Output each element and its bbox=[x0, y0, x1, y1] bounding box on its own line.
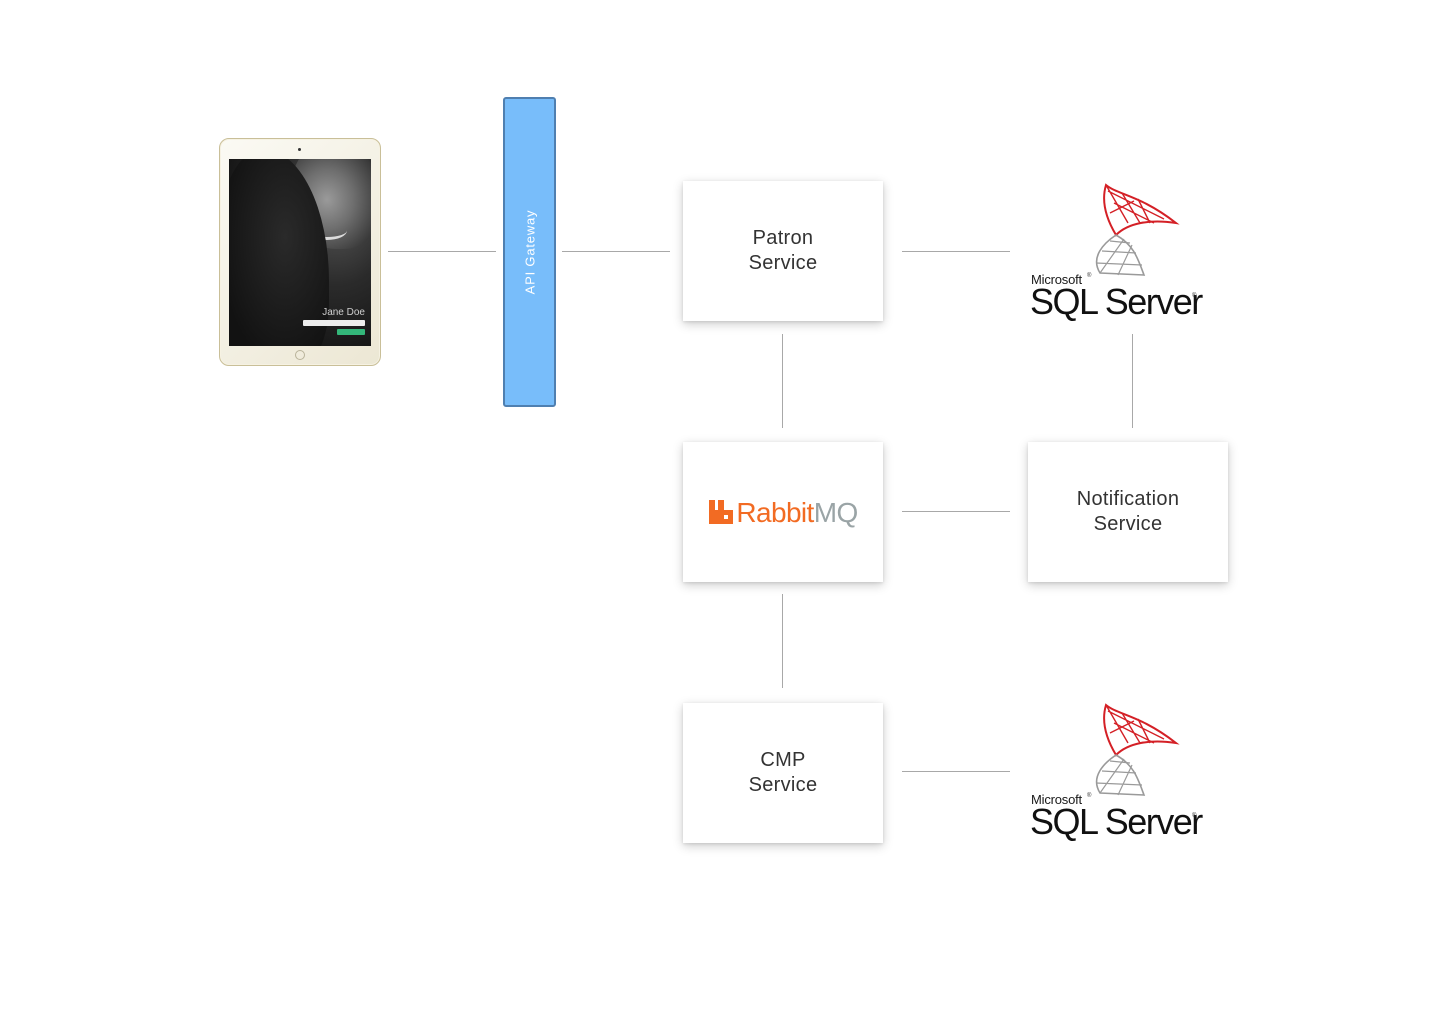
sql-server-bottom-vendor: Microsoft bbox=[1031, 792, 1082, 807]
sql-server-top-vendor: Microsoft bbox=[1031, 272, 1082, 287]
rabbitmq-word-rabbit: Rabbit bbox=[736, 496, 814, 528]
sql-server-bottom-vendor-mark: ® bbox=[1087, 793, 1092, 799]
connector-cmp-sql bbox=[902, 771, 1010, 772]
login-input bbox=[303, 320, 365, 326]
sql-server-top-vendor-mark: ® bbox=[1087, 273, 1092, 279]
cmp-service-card: CMP Service bbox=[683, 703, 883, 843]
notification-service-card: Notification Service bbox=[1028, 442, 1228, 582]
notification-service-title: Notification bbox=[1076, 488, 1180, 510]
sql-server-bottom-product: SQL Server bbox=[1030, 801, 1203, 842]
notification-service-subtitle: Service bbox=[1093, 513, 1163, 535]
patron-service-title: Patron bbox=[752, 227, 814, 249]
cmp-service-title: CMP bbox=[760, 749, 806, 771]
connector-rabbitmq-cmp bbox=[782, 594, 783, 688]
login-user-name: Jane Doe bbox=[322, 307, 365, 318]
connector-sql-notification bbox=[1132, 334, 1133, 428]
tablet-screen: Jane Doe bbox=[229, 159, 371, 346]
patron-service-subtitle: Service bbox=[748, 252, 818, 274]
sql-server-top-product-mark: ® bbox=[1192, 293, 1197, 299]
patron-service-card: Patron Service bbox=[683, 181, 883, 321]
tablet-home-button bbox=[295, 350, 305, 360]
sql-server-bottom-product-mark: ® bbox=[1192, 813, 1197, 819]
connector-gateway-patron bbox=[562, 251, 670, 252]
connector-rabbitmq-notification bbox=[902, 511, 1010, 512]
connector-tablet-gateway bbox=[388, 251, 496, 252]
login-button bbox=[337, 329, 365, 335]
connector-patron-rabbitmq bbox=[782, 334, 783, 428]
connector-patron-sql bbox=[902, 251, 1010, 252]
user-photo-smile bbox=[307, 221, 347, 240]
cmp-service-subtitle: Service bbox=[748, 774, 818, 796]
tablet-client: Jane Doe bbox=[219, 138, 381, 366]
api-gateway-label: API Gateway bbox=[522, 209, 537, 295]
sql-server-top-product: SQL Server bbox=[1030, 281, 1203, 322]
rabbitmq-word-mq: MQ bbox=[813, 496, 859, 528]
tablet-camera bbox=[298, 148, 301, 151]
sql-server-top-icon bbox=[1095, 183, 1180, 276]
sql-server-top: Microsoft ® SQL Server ® bbox=[1030, 183, 1210, 323]
api-gateway: API Gateway bbox=[503, 97, 556, 407]
rabbitmq-icon bbox=[709, 500, 734, 524]
sql-server-bottom: Microsoft ® SQL Server ® bbox=[1030, 703, 1210, 843]
sql-server-bottom-icon bbox=[1095, 703, 1180, 796]
